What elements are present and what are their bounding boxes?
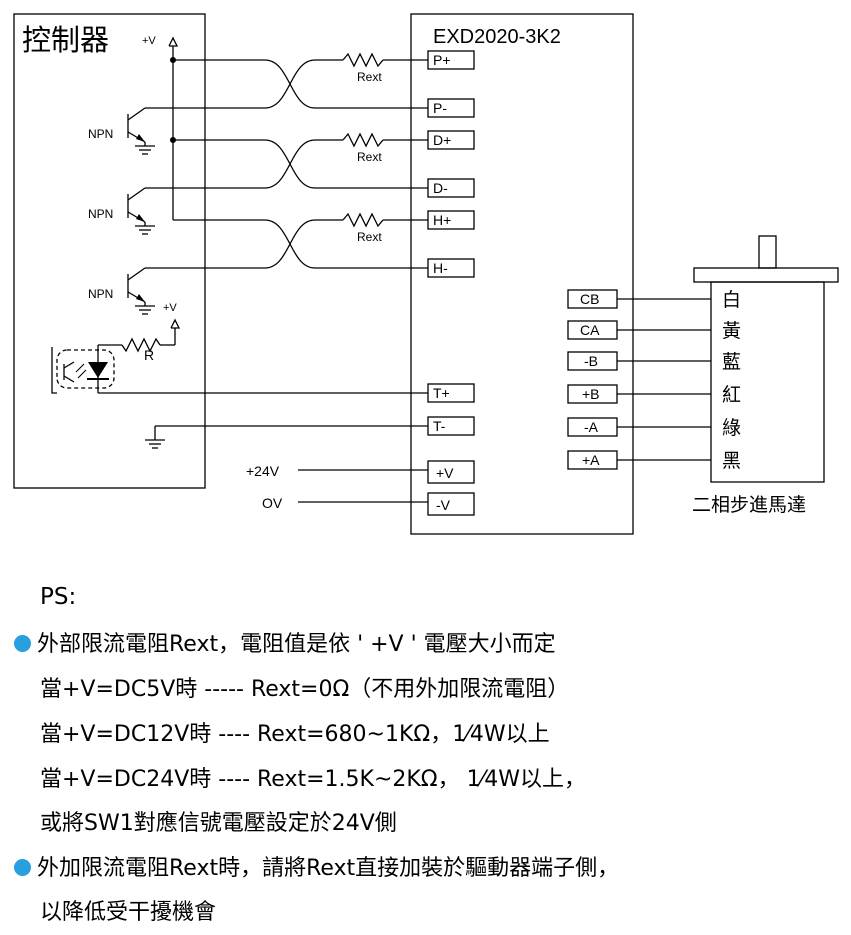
note-line-2: 當+V=DC5V時 ----- Rext=0Ω（不用外加限流電阻） <box>40 677 570 702</box>
r-label: R <box>144 347 154 363</box>
driver-box <box>410 13 634 535</box>
terminal-p-plus: P+ <box>433 52 451 68</box>
driver-model: EXD2020-3K2 <box>433 26 561 48</box>
terminal-b-minus: -B <box>584 353 598 369</box>
vplus-label-2: +V <box>163 302 177 314</box>
controller-title: 控制器 <box>22 23 109 57</box>
npn-label-2: NPN <box>88 207 113 221</box>
note-line-6: 外加限流電阻Rext時，請將Rext直接加裝於驅動器端子側， <box>37 856 620 881</box>
note-line-1: 外部限流電阻Rext，電阻值是依 ' +V ' 電壓大小而定 <box>37 632 556 657</box>
motor-wire-black: 黑 <box>722 450 741 472</box>
note-line-7: 以降低受干擾機會 <box>40 900 217 925</box>
terminal-ca: CA <box>580 322 600 338</box>
rext-label-2: Rext <box>357 150 382 164</box>
motor-wire-green: 綠 <box>722 417 741 439</box>
npn-label-3: NPN <box>88 287 113 301</box>
terminal-a-plus: +A <box>582 452 600 468</box>
power-ov-label: OV <box>262 495 283 511</box>
ps-label: PS: <box>40 584 77 610</box>
motor-wire-blue: 藍 <box>722 351 741 373</box>
power-24v-label: +24V <box>246 463 280 479</box>
optocoupler-outline <box>56 349 115 389</box>
rext-label-1: Rext <box>357 70 382 84</box>
motor-wire-white: 白 <box>722 289 741 311</box>
terminal-v-minus: -V <box>436 497 451 513</box>
motor-wire-red: 紅 <box>722 384 741 406</box>
motor-flange <box>693 267 839 283</box>
note-bullet-2: 外加限流電阻Rext時，請將Rext直接加裝於驅動器端子側， <box>14 850 619 882</box>
terminal-a-minus: -A <box>584 419 599 435</box>
rext-resistor-1 <box>342 52 384 68</box>
terminal-p-minus: P- <box>433 100 447 116</box>
rext-resistor-3 <box>342 212 384 228</box>
controller-box <box>13 13 206 489</box>
bullet-icon <box>14 859 31 876</box>
npn-label-1: NPN <box>88 127 113 141</box>
terminal-b-plus: +B <box>582 386 600 402</box>
rext-resistor-2 <box>342 132 384 148</box>
note-line-5: 或將SW1對應信號電壓設定於24V側 <box>40 811 397 836</box>
terminal-h-plus: H+ <box>433 212 451 228</box>
rext-label-3: Rext <box>357 230 382 244</box>
note-line-4: 當+V=DC24V時 ---- Rext=1.5K~2KΩ， 1⁄4W以上， <box>40 767 587 792</box>
wiring-diagram: 控制器 +V NPN NPN NPN +V R Rext Rext Rext E… <box>13 13 839 535</box>
motor-wire-yellow: 黃 <box>722 320 741 342</box>
note-bullet-1: 外部限流電阻Rext，電阻值是依 ' +V ' 電壓大小而定 <box>14 626 556 658</box>
motor-body <box>710 281 825 483</box>
terminal-d-minus: D- <box>433 180 448 196</box>
vplus-label: +V <box>142 35 156 47</box>
terminal-h-minus: H- <box>433 260 448 276</box>
terminal-v-plus: +V <box>436 465 454 481</box>
terminal-t-minus: T- <box>433 418 446 434</box>
terminal-t-plus: T+ <box>433 385 450 401</box>
motor-label: 二相步進馬達 <box>692 494 806 516</box>
resistor-r <box>121 337 161 353</box>
note-line-3: 當+V=DC12V時 ---- Rext=680~1KΩ，1⁄4W以上 <box>40 722 550 747</box>
terminal-d-plus: D+ <box>433 132 451 148</box>
terminal-cb: CB <box>580 291 599 307</box>
motor-shaft <box>758 235 777 269</box>
bullet-icon <box>14 635 31 652</box>
